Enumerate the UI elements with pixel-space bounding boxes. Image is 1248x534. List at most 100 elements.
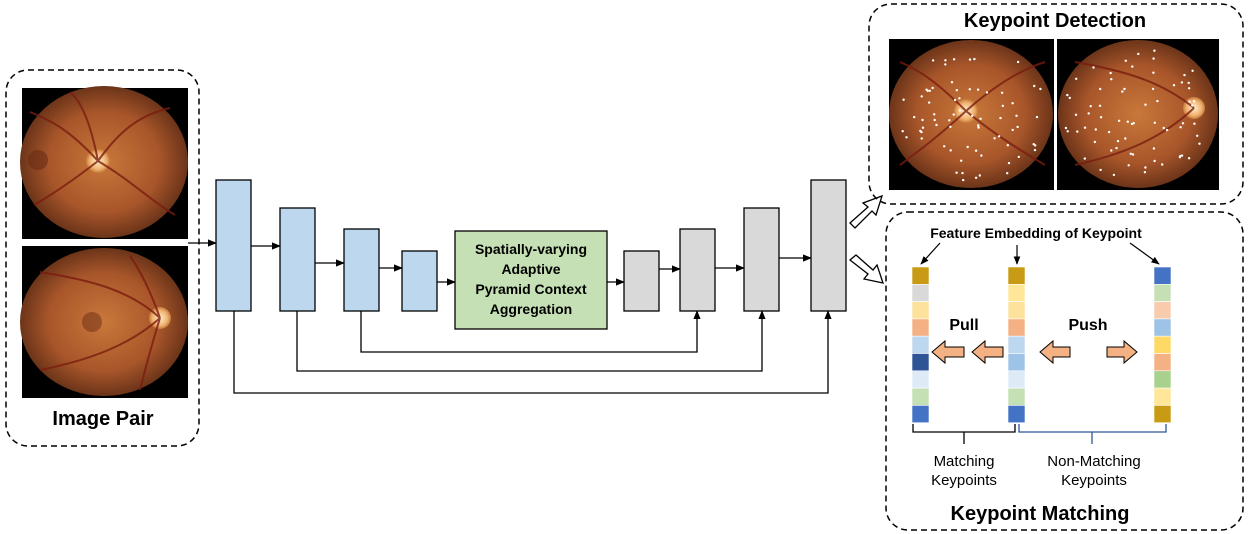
embedding-cell bbox=[911, 283, 930, 302]
keypoint-dot bbox=[1124, 137, 1127, 140]
keypoint-dot bbox=[1011, 102, 1014, 105]
embedding-cell bbox=[1153, 370, 1172, 389]
keypoint-dot bbox=[1178, 155, 1182, 158]
non-matching-label-2: Keypoints bbox=[1061, 472, 1127, 489]
keypoint-dot bbox=[1109, 71, 1112, 75]
aggregation-line-3: Pyramid Context bbox=[475, 281, 587, 297]
keypoint-dot bbox=[1137, 52, 1140, 56]
keypoint-dot bbox=[935, 123, 938, 127]
detection-image-1 bbox=[889, 39, 1054, 190]
keypoint-dot bbox=[1035, 115, 1039, 119]
keypoint-dot bbox=[1153, 121, 1157, 125]
embedding-cell bbox=[1153, 387, 1172, 406]
keypoint-dot bbox=[1083, 157, 1087, 160]
keypoint-dot bbox=[920, 137, 923, 140]
embedding-bar-right bbox=[1153, 266, 1172, 423]
keypoint-dot bbox=[925, 88, 928, 91]
keypoint-dot bbox=[1152, 71, 1155, 74]
keypoint-dot bbox=[1110, 78, 1113, 81]
keypoint-dot bbox=[1191, 104, 1194, 107]
embedding-bar-anchor bbox=[1007, 266, 1026, 423]
keypoint-dot bbox=[1007, 161, 1011, 165]
keypoint-dot bbox=[955, 89, 958, 92]
keypoint-dot bbox=[933, 113, 936, 116]
keypoint-dot bbox=[974, 149, 978, 152]
keypoint-dot bbox=[1129, 152, 1133, 155]
keypoint-dot bbox=[1180, 81, 1184, 84]
embedding-cell bbox=[1153, 301, 1172, 320]
keypoint-dot bbox=[985, 91, 989, 94]
keypoint-dot bbox=[1172, 84, 1176, 87]
keypoint-dot bbox=[1116, 139, 1120, 143]
keypoint-dot bbox=[971, 114, 974, 118]
keypoint-dot bbox=[1064, 126, 1068, 130]
keypoint-dot bbox=[952, 58, 956, 61]
pull-label: Pull bbox=[949, 317, 978, 334]
embedding-cell bbox=[1153, 335, 1172, 354]
embedding-cell bbox=[1007, 283, 1026, 302]
keypoint-dot bbox=[1193, 122, 1196, 125]
keypoint-dot bbox=[977, 124, 980, 127]
keypoint-dot bbox=[1034, 144, 1037, 147]
push-arrow-right bbox=[1106, 339, 1138, 365]
keypoint-dot bbox=[997, 135, 1001, 138]
keypoint-dot bbox=[1183, 73, 1186, 77]
keypoint-dot bbox=[974, 176, 978, 179]
keypoint-dot bbox=[966, 145, 969, 149]
embedding-cell bbox=[1153, 405, 1172, 423]
keypoint-dot bbox=[1131, 65, 1134, 68]
embedding-cell bbox=[1007, 387, 1026, 406]
keypoint-dot bbox=[1089, 105, 1092, 108]
embedding-cell bbox=[911, 318, 930, 337]
keypoint-dot bbox=[1015, 114, 1018, 118]
keypoint-dot bbox=[1112, 173, 1116, 177]
keypoint-dot bbox=[1099, 116, 1103, 119]
keypoint-dot bbox=[1000, 91, 1004, 95]
keypoint-dot bbox=[1068, 96, 1072, 100]
keypoint-dot bbox=[1126, 120, 1130, 123]
keypoint-dot bbox=[1098, 104, 1102, 108]
keypoint-dot bbox=[928, 101, 931, 104]
keypoint-dot bbox=[931, 86, 934, 90]
output-arrow-detection bbox=[849, 194, 884, 229]
keypoint-dot bbox=[1162, 126, 1165, 130]
keypoint-dot bbox=[921, 126, 925, 129]
keypoint-dot bbox=[953, 98, 957, 102]
keypoint-dot bbox=[993, 137, 996, 140]
keypoint-dot bbox=[948, 119, 951, 122]
keypoint-dot bbox=[960, 159, 963, 162]
pointer-right bbox=[1129, 242, 1160, 265]
keypoint-dot bbox=[1188, 100, 1191, 103]
skip-connection-1 bbox=[233, 310, 832, 394]
keypoint-dot bbox=[1191, 69, 1194, 73]
keypoint-dot bbox=[1179, 126, 1182, 129]
matching-label-1: Matching bbox=[934, 453, 995, 470]
keypoint-dot bbox=[1152, 147, 1156, 150]
keypoint-dot bbox=[1121, 90, 1124, 93]
keypoint-dot bbox=[931, 59, 935, 62]
keypoint-dot bbox=[980, 154, 983, 157]
keypoint-dot bbox=[1107, 130, 1111, 134]
fundus-image-1 bbox=[20, 86, 188, 239]
embedding-cell bbox=[1153, 318, 1172, 337]
embedding-cell bbox=[1007, 266, 1026, 285]
skip-connection-2 bbox=[296, 310, 766, 372]
keypoint-dot bbox=[943, 145, 946, 148]
keypoint-dot bbox=[1016, 60, 1020, 64]
keypoint-dot bbox=[962, 178, 965, 182]
keypoint-dot bbox=[1092, 66, 1095, 69]
keypoint-dot bbox=[1123, 87, 1126, 91]
keypoint-dot bbox=[1066, 130, 1069, 133]
keypoint-dot bbox=[979, 117, 982, 121]
embedding-cell bbox=[1007, 370, 1026, 389]
keypoint-dot bbox=[977, 126, 980, 129]
keypoint-dot bbox=[1110, 149, 1113, 152]
pull-arrow-2 bbox=[971, 339, 1004, 365]
keypoint-dot bbox=[1099, 168, 1102, 172]
skip-connection-3 bbox=[360, 310, 701, 353]
keypoint-dot bbox=[1001, 104, 1004, 108]
keypoint-dot bbox=[999, 116, 1002, 120]
network-group: Spatially-varying Adaptive Pyramid Conte… bbox=[188, 179, 884, 394]
matching-frame bbox=[885, 211, 1244, 531]
detection-frame bbox=[868, 3, 1244, 205]
